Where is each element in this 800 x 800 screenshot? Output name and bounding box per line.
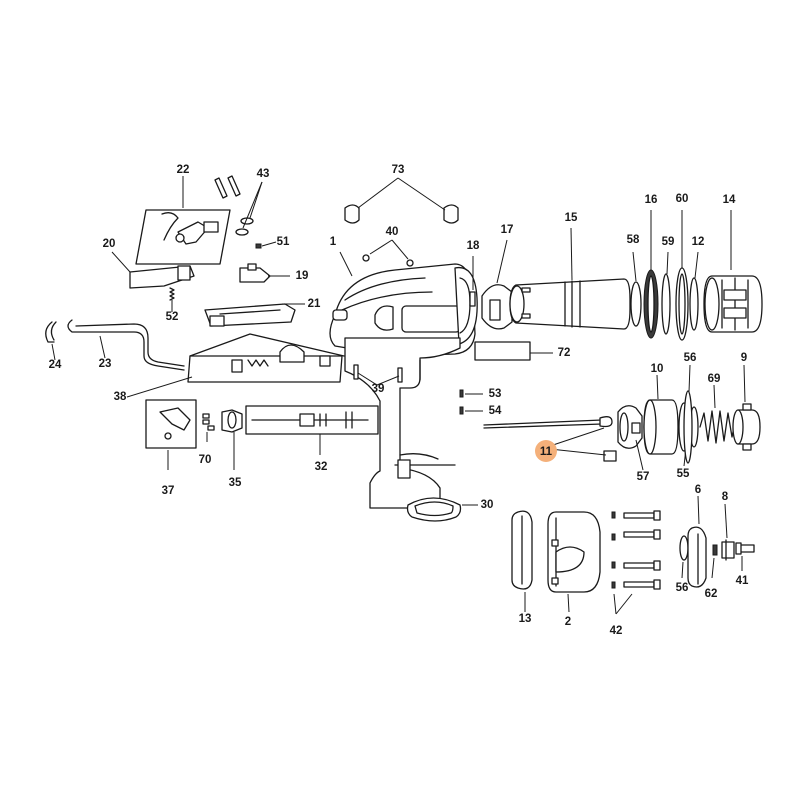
part-58-ring <box>630 251 642 327</box>
callout-11[interactable]: 11 <box>540 446 553 458</box>
callout-19[interactable]: 19 <box>296 270 309 282</box>
callout-8[interactable]: 8 <box>722 491 729 503</box>
part-56-seal <box>679 535 689 579</box>
part-52-spring <box>169 287 175 312</box>
callout-72[interactable]: 72 <box>558 347 571 359</box>
callout-23[interactable]: 23 <box>99 358 112 370</box>
callout-32[interactable]: 32 <box>315 461 328 473</box>
callout-14[interactable]: 14 <box>723 194 736 206</box>
part-38-valve-kit <box>126 333 345 398</box>
callout-13[interactable]: 13 <box>519 613 532 625</box>
callout-9[interactable]: 9 <box>741 352 747 364</box>
callout-24[interactable]: 24 <box>49 359 62 371</box>
callout-54[interactable]: 54 <box>489 405 502 417</box>
callout-labels: 73 22 43 40 1 18 17 15 58 16 60 59 12 14… <box>49 164 749 637</box>
callout-41[interactable]: 41 <box>736 575 749 587</box>
part-19-trigger <box>239 263 290 283</box>
part-8-plug <box>721 503 735 561</box>
callout-42[interactable]: 42 <box>610 625 623 637</box>
part-72-plate <box>474 341 553 361</box>
callout-17[interactable]: 17 <box>501 224 514 236</box>
callout-52[interactable]: 52 <box>166 311 179 323</box>
part-37-bracket <box>145 399 197 470</box>
part-6-valve <box>687 495 707 588</box>
callout-51[interactable]: 51 <box>277 236 290 248</box>
callout-39[interactable]: 39 <box>372 383 385 395</box>
callout-18[interactable]: 18 <box>467 240 480 252</box>
part-12-ring <box>689 251 699 331</box>
callout-60[interactable]: 60 <box>676 193 689 205</box>
callout-43[interactable]: 43 <box>257 168 270 180</box>
callout-15[interactable]: 15 <box>565 212 578 224</box>
part-41-screw <box>735 542 755 571</box>
callout-37[interactable]: 37 <box>162 485 175 497</box>
part-43-pins <box>214 175 263 236</box>
part-22-bracket-kit <box>135 176 231 265</box>
callout-21[interactable]: 21 <box>308 298 321 310</box>
part-21-slide <box>204 303 305 327</box>
callout-55[interactable]: 55 <box>677 468 690 480</box>
callout-59[interactable]: 59 <box>662 236 675 248</box>
callout-62[interactable]: 62 <box>705 588 718 600</box>
callout-69[interactable]: 69 <box>708 373 721 385</box>
callout-56[interactable]: 56 <box>684 352 697 364</box>
part-17-cap <box>481 239 513 330</box>
part-14-nut <box>703 210 763 333</box>
part-16-ring <box>643 210 659 339</box>
part-59-ring <box>661 251 671 335</box>
part-9-nut <box>732 364 761 451</box>
callout-10[interactable]: 10 <box>651 363 664 375</box>
callout-1[interactable]: 1 <box>330 236 337 248</box>
part-24-clip <box>45 321 57 361</box>
part-1-housing <box>329 251 478 509</box>
callout-40[interactable]: 40 <box>386 226 399 238</box>
callout-20[interactable]: 20 <box>103 238 116 250</box>
part-18-ring <box>469 256 476 307</box>
part-53-54 <box>459 389 483 415</box>
callout-70[interactable]: 70 <box>199 454 212 466</box>
part-39-pins <box>353 364 403 386</box>
callout-11-highlight <box>535 440 557 462</box>
callout-73[interactable]: 73 <box>392 164 405 176</box>
callout-12[interactable]: 12 <box>692 236 705 248</box>
part-10-sleeve <box>643 374 679 455</box>
part-57-retainer <box>617 405 644 471</box>
callout-38[interactable]: 38 <box>114 391 127 403</box>
part-70-spring <box>202 413 215 442</box>
part-42-bolts <box>611 510 661 615</box>
callout-22[interactable]: 22 <box>177 164 190 176</box>
callout-16[interactable]: 16 <box>645 194 658 206</box>
callout-58[interactable]: 58 <box>627 234 640 246</box>
callout-53[interactable]: 53 <box>489 388 502 400</box>
part-2-cover <box>547 511 601 613</box>
part-60-ring <box>675 210 689 341</box>
callout-56-lower[interactable]: 56 <box>676 582 689 594</box>
part-13-gasket <box>511 510 533 612</box>
part-30-gasket <box>406 497 478 522</box>
part-40-screws <box>362 239 414 267</box>
part-23-rod <box>67 319 185 371</box>
part-56-ring <box>683 364 693 464</box>
callout-2[interactable]: 2 <box>565 616 571 628</box>
part-32-valve-stem <box>245 405 379 455</box>
callout-57[interactable]: 57 <box>637 471 650 483</box>
callout-6[interactable]: 6 <box>695 484 701 496</box>
callout-35[interactable]: 35 <box>229 477 242 489</box>
part-73-caps <box>344 177 459 224</box>
part-35-valve <box>221 409 243 470</box>
part-51-ring <box>255 241 277 249</box>
part-62-ring <box>711 544 718 579</box>
part-15-cylinder <box>509 227 631 330</box>
callout-30[interactable]: 30 <box>481 499 494 511</box>
part-20-lever <box>111 251 195 289</box>
part-11-chisel <box>483 416 617 462</box>
